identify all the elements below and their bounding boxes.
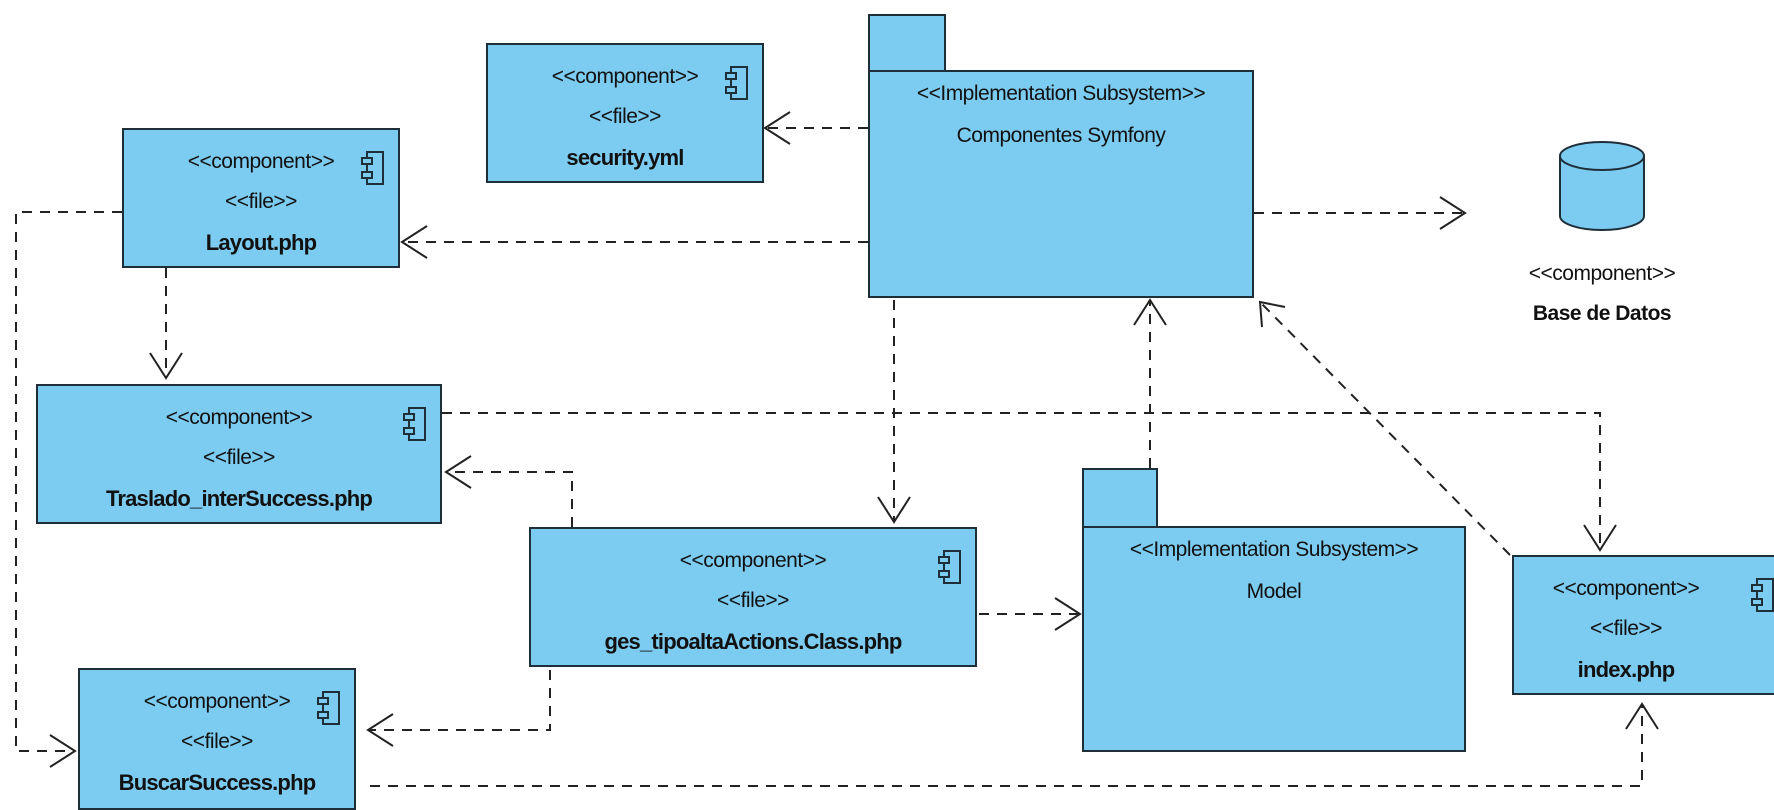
component-stereotype: <<component>>	[143, 690, 291, 713]
component-name: index.php	[1577, 657, 1676, 682]
subsystem-stereotype: <<Implementation Subsystem>>	[916, 82, 1206, 105]
component-name: security.yml	[566, 145, 684, 170]
component-icon	[317, 691, 340, 725]
database-icon[interactable]	[1556, 136, 1648, 236]
file-stereotype: <<file>>	[1590, 617, 1662, 640]
component-traslado-intersuccess-php[interactable]: <<component>> <<file>> Traslado_interSuc…	[36, 384, 442, 524]
arrowhead-icon	[1258, 300, 1286, 328]
arrowhead-icon	[1583, 524, 1617, 552]
component-stereotype: <<component>>	[679, 549, 827, 572]
component-name: Layout.php	[205, 230, 317, 255]
dep-layout-buscar	[15, 211, 122, 752]
arrowhead-icon	[444, 455, 472, 489]
subsystem-name: Model	[1246, 580, 1302, 603]
dep-ges-buscar	[368, 670, 551, 731]
subsystem-model[interactable]: <<Implementation Subsystem>> Model	[1082, 526, 1466, 752]
file-stereotype: <<file>>	[589, 105, 661, 128]
subsystem-name: Componentes Symfony	[956, 124, 1166, 147]
subsystem-stereotype: <<Implementation Subsystem>>	[1129, 538, 1419, 561]
component-name: ges_tipoaltaActions.Class.php	[604, 629, 902, 654]
component-icon	[938, 550, 961, 584]
arrowhead-icon	[1625, 702, 1659, 730]
dep-traslado-index	[442, 412, 1601, 550]
component-stereotype: <<component>>	[187, 150, 335, 173]
dep-buscar-index	[370, 704, 1643, 787]
package-tab	[868, 14, 946, 72]
component-stereotype: <<component>>	[551, 65, 699, 88]
file-stereotype: <<file>>	[203, 446, 275, 469]
arrowhead-icon	[366, 713, 394, 747]
arrowhead-icon	[1054, 597, 1082, 631]
subsystem-componentes-symfony[interactable]: <<Implementation Subsystem>> Componentes…	[868, 70, 1254, 298]
database-name: Base de Datos	[1532, 302, 1672, 325]
arrowhead-icon	[400, 225, 428, 259]
component-stereotype: <<component>>	[165, 406, 313, 429]
arrowhead-icon	[877, 496, 911, 524]
component-stereotype: <<component>>	[1552, 577, 1700, 600]
component-name: Traslado_interSuccess.php	[105, 486, 373, 511]
arrowhead-icon	[1439, 196, 1467, 230]
arrowhead-icon	[149, 352, 183, 380]
package-tab	[1082, 468, 1158, 528]
arrowhead-icon	[1133, 298, 1167, 326]
component-icon	[361, 151, 384, 185]
component-security-yml[interactable]: <<component>> <<file>> security.yml	[486, 43, 764, 183]
dep-ges-traslado	[446, 471, 573, 527]
file-stereotype: <<file>>	[181, 730, 253, 753]
component-icon	[725, 66, 748, 100]
component-icon	[1751, 578, 1774, 612]
component-icon	[403, 407, 426, 441]
component-buscarsuccess-php[interactable]: <<component>> <<file>> BuscarSuccess.php	[78, 668, 356, 810]
file-stereotype: <<file>>	[225, 190, 297, 213]
database-stereotype: <<component>>	[1528, 262, 1676, 285]
dep-index-symfony	[1259, 301, 1511, 556]
component-layout-php[interactable]: <<component>> <<file>> Layout.php	[122, 128, 400, 268]
component-index-php[interactable]: <<component>> <<file>> index.php	[1512, 555, 1774, 695]
component-ges-tipoaltaactions-class-php[interactable]: <<component>> <<file>> ges_tipoaltaActio…	[529, 527, 977, 667]
file-stereotype: <<file>>	[717, 589, 789, 612]
arrowhead-icon	[763, 111, 791, 145]
arrowhead-icon	[49, 734, 77, 768]
component-name: BuscarSuccess.php	[118, 770, 317, 795]
